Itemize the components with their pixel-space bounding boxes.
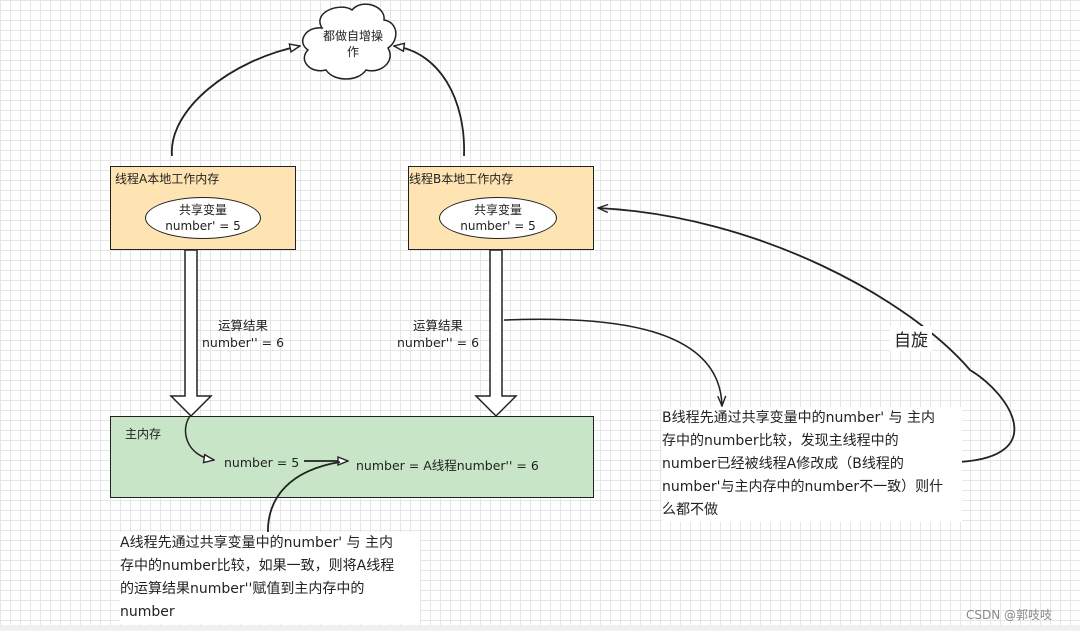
- thread-a-result-title: 运算结果: [217, 318, 268, 333]
- cloud-label: 都做自增操 作: [313, 28, 393, 60]
- thread-b-title: 线程B本地工作内存: [409, 172, 514, 186]
- thread-b-to-cloud-arrow: [394, 46, 465, 157]
- thread-b-to-main-block-arrow: [474, 249, 518, 418]
- thread-a-var-value: number' = 5: [165, 219, 241, 233]
- thread-a-work-memory: 线程A本地工作内存 共享变量 number' = 5: [110, 166, 296, 250]
- note-b-line4: number'与主内存中的number不一致）则什: [662, 479, 944, 495]
- cloud-label-line2: 作: [346, 45, 359, 59]
- main-memory-value-after: number = A线程number'' = 6: [356, 458, 539, 473]
- thread-a-title: 线程A本地工作内存: [115, 172, 220, 186]
- watermark: CSDN @郭吱吱: [966, 608, 1053, 622]
- note-a-line2: 存中的number比较，如果一致，则将A线程: [120, 558, 395, 574]
- thread-b-to-note-b-arrow: [503, 318, 722, 406]
- thread-b-result-title: 运算结果: [412, 318, 463, 333]
- thread-a-result-label: 运算结果 number'' = 6: [193, 317, 293, 351]
- thread-b-shared-variable: 共享变量 number' = 5: [439, 197, 557, 239]
- main-memory-title: 主内存: [125, 427, 162, 441]
- thread-b-result-label: 运算结果 number'' = 6: [388, 317, 488, 351]
- cloud-label-line1: 都做自增操: [322, 29, 383, 43]
- thread-b-var-value: number' = 5: [460, 219, 536, 233]
- note-a-to-main-arrow: [267, 461, 341, 537]
- note-a-line4: number: [120, 604, 175, 620]
- spin-label: 自旋: [890, 326, 932, 351]
- thread-b-result-value: number'' = 6: [396, 335, 480, 350]
- thread-a-shared-variable: 共享变量 number' = 5: [145, 197, 261, 239]
- note-a-line3: 的运算结果number''赋值到主内存中的: [120, 581, 365, 597]
- note-thread-a: A线程先通过共享变量中的number' 与 主内 存中的number比较，如果一…: [120, 532, 420, 624]
- bottom-band: [0, 625, 1080, 631]
- note-a-line1: A线程先通过共享变量中的number' 与 主内: [120, 535, 393, 551]
- thread-a-result-value: number'' = 6: [201, 335, 285, 350]
- note-b-line5: 么都不做: [662, 502, 718, 518]
- spin-loop-arrow: [598, 208, 1016, 463]
- note-thread-b: B线程先通过共享变量中的number' 与 主内 存中的number比较，发现主…: [662, 407, 962, 522]
- note-b-line2: 存中的number比较，发现主线程中的: [662, 433, 899, 449]
- thread-b-var-name: 共享变量: [473, 203, 522, 217]
- cloud-shape: [302, 3, 397, 80]
- thread-a-to-main-block-arrow: [169, 249, 213, 418]
- thread-a-var-name: 共享变量: [178, 203, 227, 217]
- main-memory-value-before: number = 5: [224, 455, 300, 470]
- thread-a-to-cloud-arrow: [171, 46, 300, 157]
- result-to-number-arrow: [184, 415, 214, 460]
- note-b-line1: B线程先通过共享变量中的number' 与 主内: [662, 410, 935, 426]
- main-memory: 主内存 number = 5 number = A线程number'' = 6: [110, 416, 594, 498]
- note-b-line3: number已经被线程A修改成（B线程的: [662, 456, 904, 472]
